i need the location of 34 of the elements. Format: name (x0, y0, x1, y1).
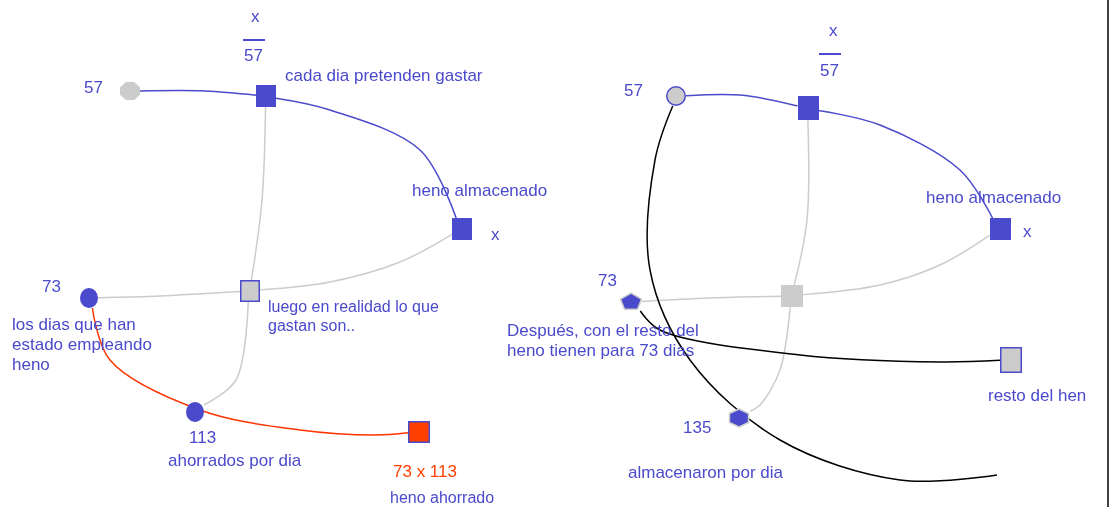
node-caption: ahorrados por dia (168, 451, 302, 471)
connector-line (639, 310, 1001, 363)
node-caption: 73 x 113 (393, 462, 457, 482)
connector-line (802, 234, 991, 296)
node-caption: luego en realidad lo que gastan son.. (268, 297, 440, 335)
node-caption: 57 (84, 78, 103, 98)
connector-line (793, 119, 810, 286)
connector-line (641, 295, 782, 303)
node-caption: 73 (598, 271, 617, 291)
connector-line (749, 306, 791, 412)
node-caption: 113 (189, 428, 217, 448)
node-caption: 135 (683, 418, 712, 438)
connector-line (685, 93, 799, 107)
connector-line (97, 290, 241, 299)
node-caption: x (491, 225, 500, 245)
node-caption: x (1023, 222, 1032, 242)
connector-line (91, 307, 409, 436)
node-caption: 57 (624, 81, 643, 101)
node-caption: 57 (244, 46, 263, 66)
node-caption: x (829, 21, 838, 41)
node-caption: 57 (820, 61, 839, 81)
connector-line (203, 301, 249, 406)
connector-line (259, 233, 453, 291)
node-caption: heno ahorrado (390, 488, 495, 507)
node-caption: 73 (42, 277, 61, 297)
connector-line (646, 105, 998, 482)
connector-line (817, 109, 994, 219)
connector-line (139, 89, 257, 96)
node-caption: cada dia pretenden gastar (285, 66, 483, 86)
node-caption: x (251, 7, 260, 27)
connector-line (275, 97, 457, 219)
node-caption: almacenaron por dia (628, 463, 783, 483)
node-caption: resto del hen (988, 386, 1087, 406)
connector-line (250, 106, 267, 281)
